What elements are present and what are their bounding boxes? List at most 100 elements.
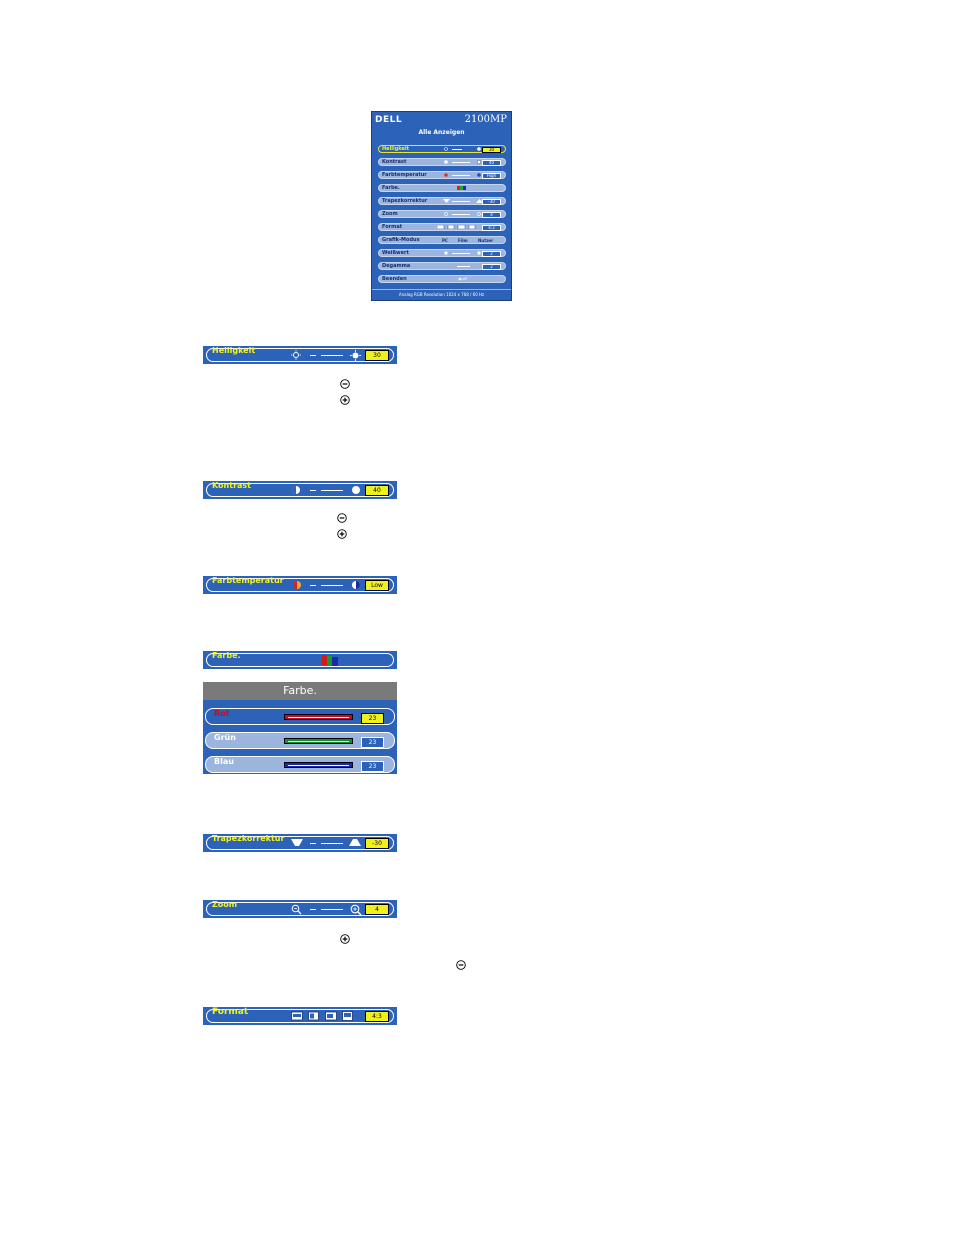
aspect-ratio-icons (437, 225, 476, 229)
contrast-high-icon (352, 486, 360, 494)
bar-format[interactable]: Format 4:3 (203, 1007, 397, 1025)
color-bars-icon (457, 186, 466, 190)
osd-row-farbe[interactable]: Farbe. (378, 184, 506, 192)
osd-row-farbtemperatur[interactable]: Farbtemperatur High (378, 171, 506, 179)
osd-row-format[interactable]: Format 4:3 (378, 223, 506, 231)
bar-label: Trapezkorrektur (212, 834, 285, 843)
bar-value: 40 (365, 485, 389, 496)
mode-option-film[interactable]: Film (458, 238, 468, 243)
bar-outline (206, 653, 394, 667)
zoom-in-icon (477, 212, 481, 216)
keystone-down-icon (443, 199, 450, 203)
zoom-out-icon (291, 904, 302, 915)
bar-farbe[interactable]: Farbe. (203, 651, 397, 669)
minus-button-icon (340, 379, 350, 389)
osd-row-value: -30 (482, 199, 501, 205)
contrast-low-icon (444, 160, 448, 164)
slider-line (452, 214, 470, 215)
red-slider[interactable] (284, 714, 353, 720)
osd-header: DELL 2100MP (372, 112, 511, 128)
cool-color-icon (352, 581, 360, 589)
dell-logo: DELL (375, 115, 403, 125)
green-slider[interactable] (284, 738, 353, 744)
bar-kontrast[interactable]: Kontrast 40 (203, 481, 397, 499)
osd-row-value: 2 (482, 251, 501, 257)
warm-color-icon (444, 173, 448, 177)
bar-label: Kontrast (212, 481, 252, 490)
slider-line (452, 253, 470, 254)
color-row-rot[interactable]: Rot 23 (205, 708, 395, 725)
sun-bright-icon (350, 350, 361, 361)
slider-tick (310, 585, 316, 586)
submenu-title: Farbe. (203, 682, 397, 700)
mode-option-pc[interactable]: PC (442, 238, 448, 243)
osd-row-beenden[interactable]: Beenden (378, 275, 506, 283)
cool-color-icon (477, 173, 481, 177)
osd-row-label: Beenden (382, 276, 407, 282)
bar-value: 4:3 (365, 1011, 389, 1022)
slider-line (452, 201, 470, 202)
warm-color-icon (293, 581, 301, 589)
plus-button-icon (340, 395, 350, 405)
osd-row-helligkeit[interactable]: Helligkeit 30 (378, 145, 506, 153)
bar-label: Farbtemperatur (212, 576, 284, 585)
osd-row-trapezkorrektur[interactable]: Trapezkorrektur -30 (378, 197, 506, 205)
osd-row-label: Grafik-Modus (382, 237, 420, 243)
osd-row-label: Kontrast (382, 159, 407, 165)
osd-status-footer: Analog RGB Resolution 1024 x 768 / 60 Hz (372, 289, 511, 300)
aspect-ratio-icons (291, 1011, 353, 1021)
bar-value: 30 (365, 350, 389, 361)
bar-trapezkorrektur[interactable]: Trapezkorrektur -30 (203, 834, 397, 852)
color-bars-icon (322, 655, 338, 666)
osd-row-value: 4 (482, 212, 501, 218)
osd-row-label: Degamma (382, 263, 411, 269)
osd-title: Alle Anzeigen (418, 129, 465, 136)
color-row-value: 23 (361, 737, 384, 748)
zoom-out-icon (444, 212, 448, 216)
bar-outline (206, 1009, 394, 1023)
contrast-high-icon (477, 160, 481, 164)
return-arrow-icon (458, 277, 467, 281)
osd-row-label: Weißwert (382, 250, 409, 256)
osd-row-value: 30 (482, 147, 501, 153)
blue-slider[interactable] (284, 762, 353, 768)
osd-row-value: High (482, 173, 501, 179)
color-row-value: 23 (361, 761, 384, 772)
bar-helligkeit[interactable]: Helligkeit 30 (203, 346, 397, 364)
osd-row-kontrast[interactable]: Kontrast 40 (378, 158, 506, 166)
sun-dim-icon (444, 147, 448, 151)
osd-row-weisswert[interactable]: Weißwert 2 (378, 249, 506, 257)
osd-row-label: Farbe. (382, 185, 400, 191)
osd-row-label: Trapezkorrektur (382, 198, 428, 204)
model-name: 2100MP (464, 114, 507, 125)
zoom-in-icon (350, 904, 362, 916)
osd-row-degamma[interactable]: Degamma 2 (378, 262, 506, 270)
slider-line (452, 175, 470, 176)
osd-row-value: 40 (482, 160, 501, 166)
farbe-submenu: Farbe. Rot 23 Grün 23 Blau 23 (203, 682, 397, 774)
color-row-label: Grün (214, 733, 236, 742)
bar-zoom[interactable]: Zoom 4 (203, 900, 397, 918)
bar-outline (206, 902, 394, 916)
contrast-low-icon (292, 486, 300, 494)
osd-row-label: Farbtemperatur (382, 172, 427, 178)
sun-bright-icon (477, 147, 481, 151)
bar-outline (206, 578, 394, 592)
bar-farbtemperatur[interactable]: Farbtemperatur Low (203, 576, 397, 594)
bar-outline (206, 483, 394, 497)
keystone-up-icon (349, 839, 361, 846)
slider-tick (310, 355, 316, 356)
bar-value: 4 (365, 904, 389, 915)
color-row-label: Rot (214, 709, 230, 718)
osd-row-grafik-modus[interactable]: Grafik-Modus PC Film Nutzer (378, 236, 506, 244)
minus-button-icon (337, 513, 347, 523)
keystone-down-icon (291, 839, 303, 846)
white-low-icon (444, 251, 448, 255)
color-row-label: Blau (214, 757, 234, 766)
mode-option-nutzer[interactable]: Nutzer (478, 238, 494, 243)
white-high-icon (477, 251, 481, 255)
color-row-blau[interactable]: Blau 23 (205, 756, 395, 773)
osd-row-zoom[interactable]: Zoom 4 (378, 210, 506, 218)
color-row-gruen[interactable]: Grün 23 (205, 732, 395, 749)
slider-line (321, 843, 343, 844)
